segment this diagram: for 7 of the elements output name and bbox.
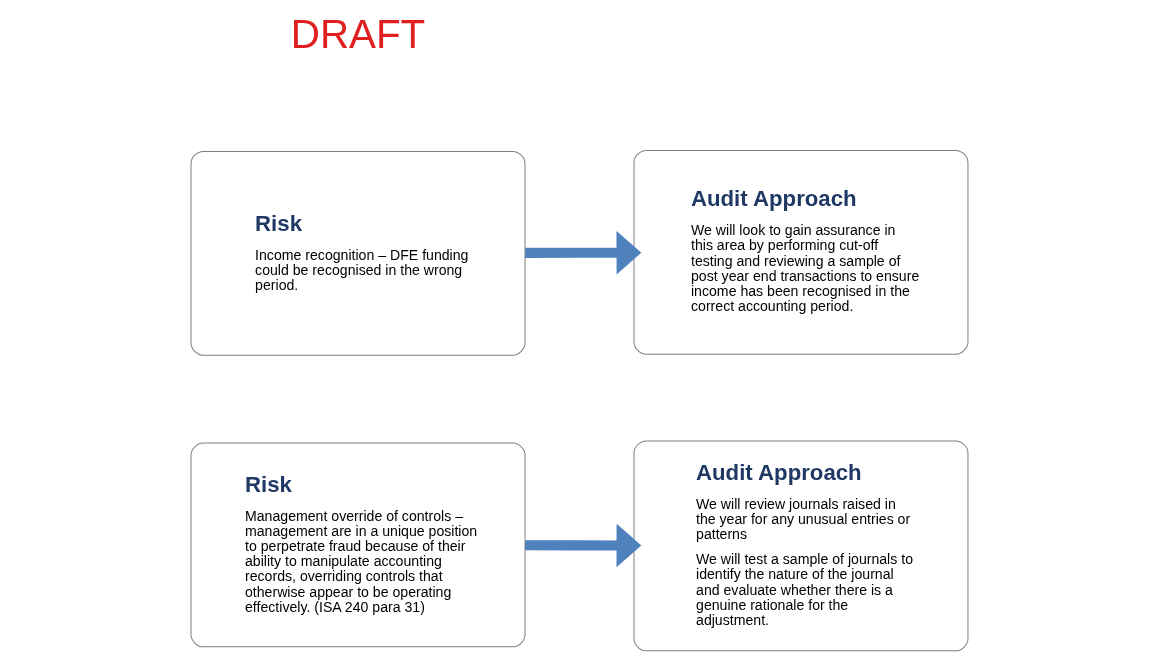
node-box: Audit Approach We will look to gain assurance in this area by performing cut-off testing and reviewing a sample of post year end transactions to ensure income has been recognised in the correct accounting period.: [633, 149, 969, 355]
label: DRAFT: [290, 11, 426, 58]
node-box: Risk Income recognition – DFE funding could be recognised in the wrong period.: [190, 150, 526, 356]
node-box: Risk Management override of controls – management are in a unique position to perpetrate fraud because of their ability to manipulate accounting records, overriding controls that otherwise appear to be operating effectively. (ISA 240 para 31): [190, 442, 526, 648]
node-box: Audit Approach We will review journals raised in the year for any unusual entries or patterns We will test a sample of journals to identify the nature of the journal and evaluate whether there is a genuine rationale for the adjustment.: [633, 440, 969, 652]
arrow: [525, 231, 642, 275]
arrow: [525, 523, 642, 568]
